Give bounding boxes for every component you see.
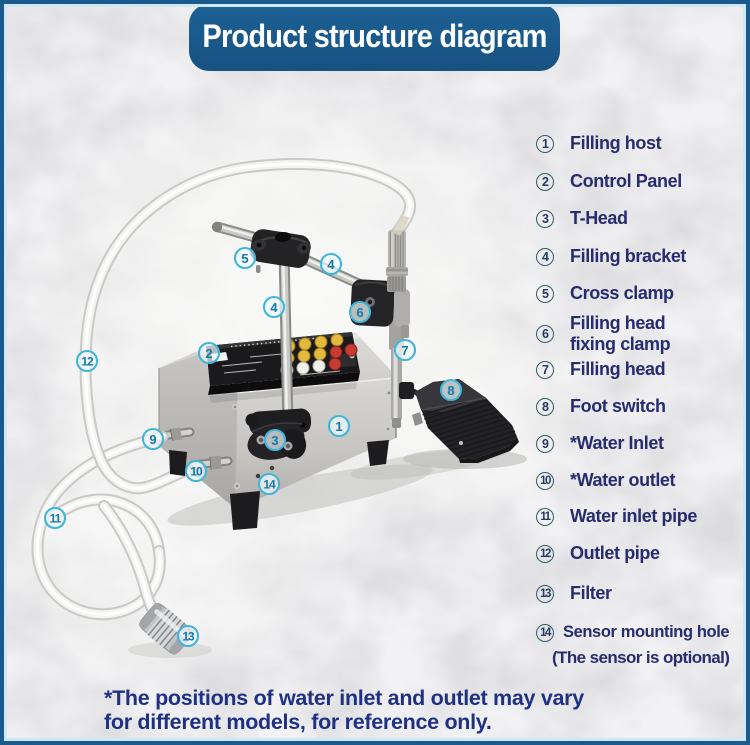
svg-text:4: 4 <box>270 300 278 315</box>
svg-text:6: 6 <box>356 305 363 320</box>
svg-text:10: 10 <box>190 465 203 479</box>
svg-text:7: 7 <box>401 343 408 358</box>
svg-text:9: 9 <box>149 432 156 447</box>
svg-text:12: 12 <box>81 355 94 369</box>
svg-text:2: 2 <box>205 346 212 361</box>
svg-text:4: 4 <box>327 257 335 272</box>
svg-text:13: 13 <box>182 630 195 644</box>
svg-text:11: 11 <box>50 512 62 526</box>
svg-text:3: 3 <box>271 433 278 448</box>
svg-text:8: 8 <box>447 383 454 398</box>
svg-text:14: 14 <box>263 478 276 492</box>
svg-text:5: 5 <box>241 251 248 266</box>
svg-text:1: 1 <box>335 419 342 434</box>
